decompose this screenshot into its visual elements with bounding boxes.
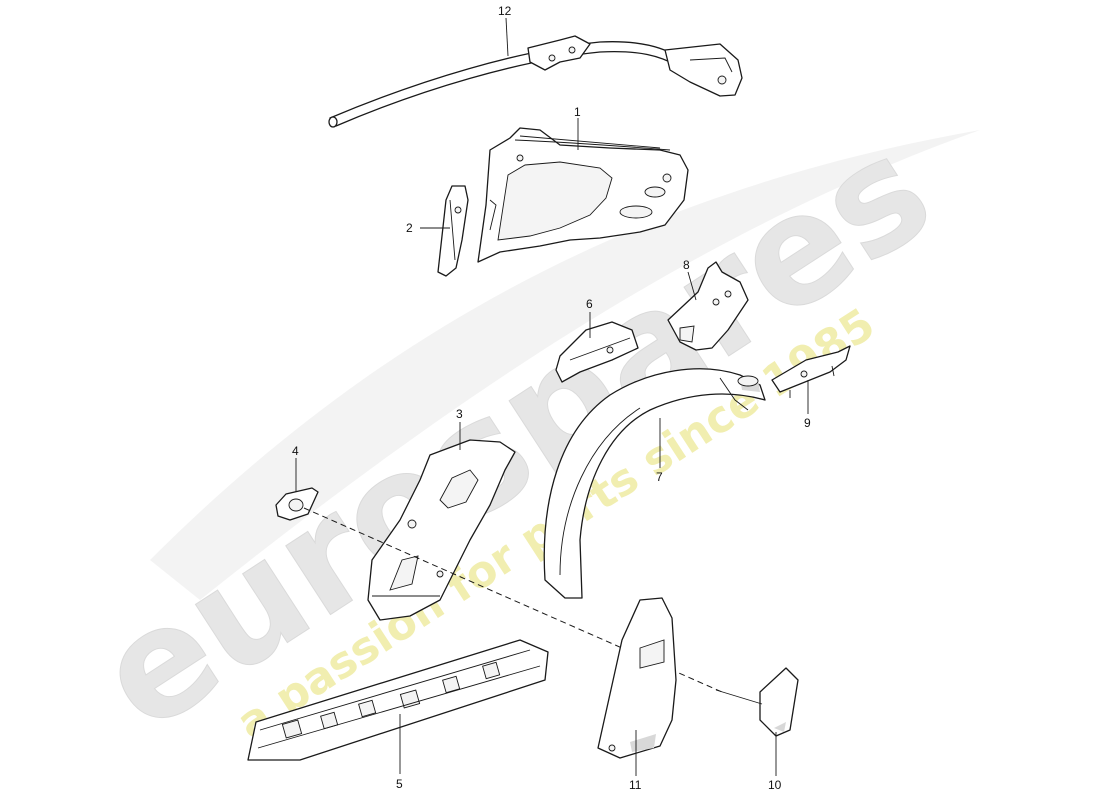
part-7-wheel-housing bbox=[543, 368, 766, 599]
callout-labels: 1 2 3 4 5 6 7 8 9 10 11 12 bbox=[292, 4, 811, 792]
callout-5: 5 bbox=[396, 777, 403, 791]
callout-leaders bbox=[295, 17, 809, 776]
part-9-bracket bbox=[771, 345, 851, 398]
callout-9: 9 bbox=[804, 416, 811, 430]
part-3-quarter-panel bbox=[367, 439, 516, 621]
part-11-trim-panel bbox=[597, 597, 677, 759]
watermark-swoosh bbox=[150, 130, 980, 600]
part-2-pillar-strip bbox=[437, 185, 469, 277]
part-12-roof-tube bbox=[328, 35, 743, 128]
callout-6: 6 bbox=[586, 297, 593, 311]
part-4-clip bbox=[275, 487, 319, 521]
callout-2: 2 bbox=[406, 221, 413, 235]
part-8-bracket bbox=[667, 261, 749, 351]
callout-7: 7 bbox=[656, 470, 663, 484]
part-10-fastener bbox=[715, 667, 799, 737]
callout-8: 8 bbox=[683, 258, 690, 272]
callout-4: 4 bbox=[292, 444, 299, 458]
callout-3: 3 bbox=[456, 407, 463, 421]
callout-1: 1 bbox=[574, 105, 581, 119]
part-5-sill bbox=[247, 639, 549, 761]
part-6-channel bbox=[555, 321, 639, 383]
part-1-side-frame bbox=[477, 127, 689, 263]
callout-12: 12 bbox=[498, 4, 512, 18]
callout-10: 10 bbox=[768, 778, 782, 792]
callout-11: 11 bbox=[629, 778, 642, 792]
